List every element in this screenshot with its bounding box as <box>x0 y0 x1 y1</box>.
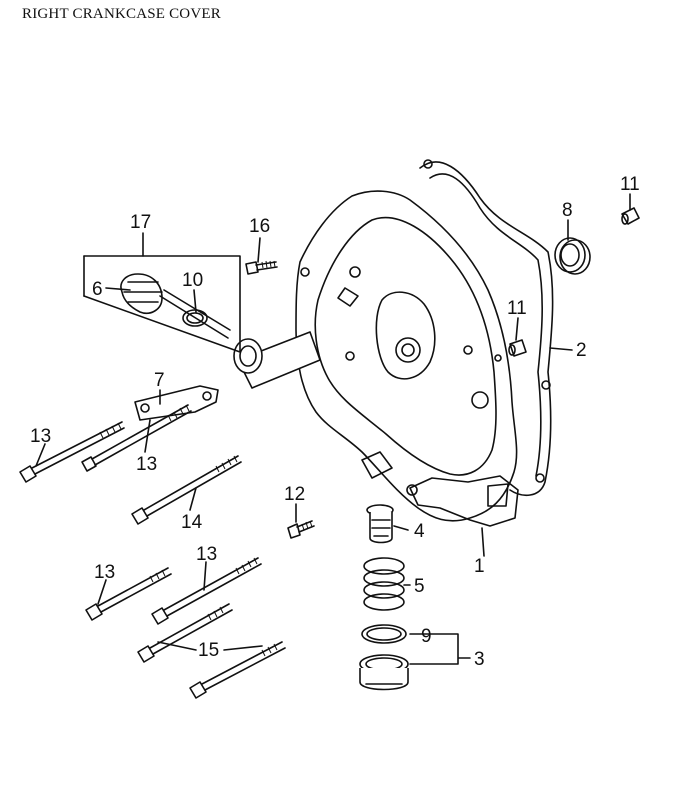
callout-14: 14 <box>181 512 203 533</box>
dowel-pin-middle <box>508 339 527 357</box>
callout-2: 2 <box>576 340 587 361</box>
callout-3: 3 <box>474 649 485 670</box>
oil-seal <box>554 237 591 275</box>
bolt-15-upper <box>137 603 233 663</box>
callout-15: 15 <box>198 640 219 661</box>
callout-9: 9 <box>421 626 432 647</box>
callout-13-lower-left: 13 <box>94 562 115 583</box>
bracket <box>134 385 219 421</box>
bolt-13-lower-left <box>85 567 172 621</box>
callout-11-top: 11 <box>620 174 640 195</box>
leader-lines <box>35 193 631 665</box>
bolt-13-upper <box>81 404 192 472</box>
callout-12: 12 <box>284 484 305 505</box>
bolt-14 <box>131 455 242 525</box>
bolt-16 <box>245 260 278 275</box>
callout-16: 16 <box>249 216 270 237</box>
dipstick-plug-group <box>83 255 241 353</box>
spring <box>363 557 405 611</box>
crankcase-cover <box>233 190 519 527</box>
callout-5: 5 <box>414 576 425 597</box>
callout-13-left: 13 <box>30 426 51 447</box>
callout-labels: 17 6 10 16 8 11 11 2 7 13 13 14 12 4 1 1… <box>30 174 640 670</box>
callout-13-upper: 13 <box>136 454 157 475</box>
gasket <box>419 159 554 497</box>
callout-1: 1 <box>474 556 485 577</box>
bolt-12 <box>287 520 315 539</box>
drain-cap <box>359 654 409 691</box>
o-ring-9 <box>361 624 407 644</box>
callout-13-lower-right: 13 <box>196 544 217 565</box>
bolt-15-lower <box>189 641 286 699</box>
bolt-13-lower-right <box>151 557 262 625</box>
bolt-13-left <box>19 421 125 483</box>
callout-8: 8 <box>562 200 573 221</box>
callout-11-middle: 11 <box>507 298 527 319</box>
callout-4: 4 <box>414 521 425 542</box>
callout-7: 7 <box>154 370 165 391</box>
callout-6: 6 <box>92 279 103 300</box>
diagram-title: RIGHT CRANKCASE COVER <box>22 6 221 22</box>
strainer <box>366 504 394 544</box>
callout-17: 17 <box>130 212 151 233</box>
callout-10: 10 <box>182 270 203 291</box>
